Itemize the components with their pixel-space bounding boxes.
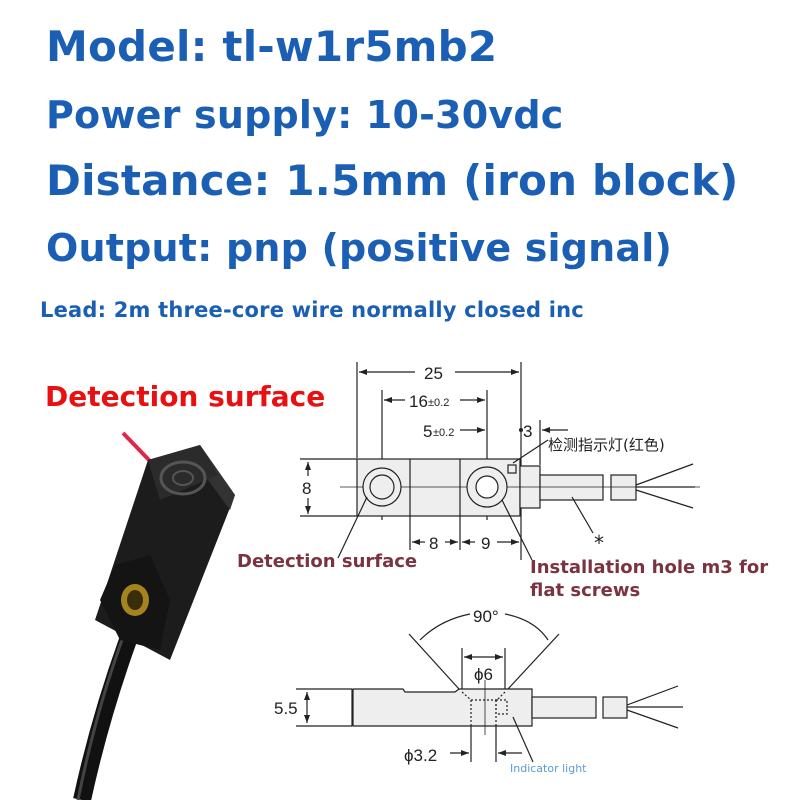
dim-mid: 8 (429, 534, 438, 553)
power-supply-spec: Power supply: 10-30vdc (46, 93, 564, 137)
sensor-cable (73, 636, 137, 800)
side-body-outline (352, 688, 533, 727)
dim-right: 9 (481, 534, 490, 553)
installation-hole-label-2: flat screws (530, 580, 641, 601)
detection-surface-callout: Detection surface (45, 380, 326, 413)
installation-hole-label-1: Installation hole m3 for (530, 557, 769, 578)
counterbore-dim: ϕ6 (474, 665, 493, 684)
cable-mark: * (594, 531, 604, 555)
dim-height: 8 (302, 479, 311, 498)
detection-surface-circle (362, 467, 402, 507)
output-spec: Output: pnp (positive signal) (46, 226, 673, 270)
model-spec: Model: tl-w1r5mb2 (46, 22, 498, 71)
lead-spec: Lead: 2m three-core wire normally closed… (40, 298, 584, 322)
angle-label: 90° (473, 607, 499, 626)
dim-hole-spacing: 16 (409, 392, 428, 411)
detection-surface-label: Detection surface (237, 551, 418, 572)
hole-dim: ϕ3.2 (404, 746, 437, 765)
dim-hole-offset-tol: ±0.2 (433, 427, 454, 439)
distance-spec: Distance: 1.5mm (iron block) (46, 156, 739, 205)
dim-hole-spacing-tol: ±0.2 (428, 397, 449, 409)
cable-outline (539, 474, 604, 501)
indicator-label-cn: 检测指示灯(红色) (548, 436, 665, 454)
indicator-light-label: Indicator light (510, 762, 587, 775)
dim-hole-offset: 5 (423, 422, 432, 441)
dim-cap: 3 (523, 422, 532, 441)
dim-length: 25 (424, 364, 443, 383)
thickness-dim: 5.5 (274, 699, 298, 718)
